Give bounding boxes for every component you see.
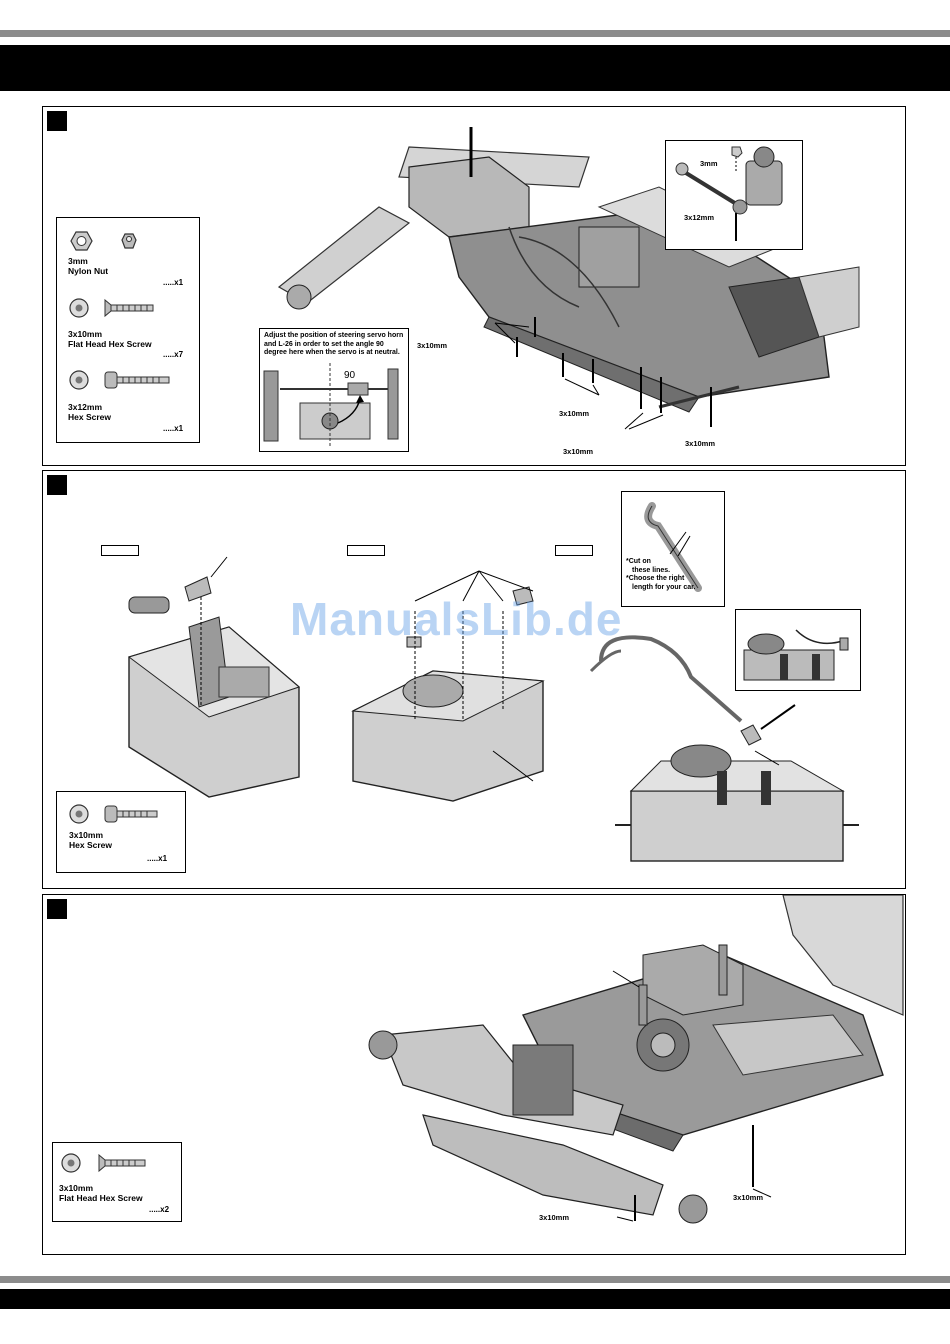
step-3-parts-box: 3x10mm Flat Head Hex Screw .....x2	[52, 1142, 182, 1222]
hex-screw-icon	[69, 370, 170, 390]
sub-step-label-b	[347, 545, 385, 556]
screw-callout-step3-a: 3x10mm	[733, 1193, 764, 1202]
tank-clip-inset	[735, 609, 861, 691]
part-qty-hex-screw: .....x1	[163, 424, 184, 433]
sub-step-label-c	[555, 545, 593, 556]
step-1-number-badge	[47, 111, 67, 131]
nylon-nut-icon	[70, 231, 137, 251]
cut-note: *Cut on these lines. *Choose the right l…	[626, 558, 696, 591]
step-3-number-badge	[47, 899, 67, 919]
step-1-chassis-drawing	[277, 127, 860, 430]
step-1-panel: 3mm Nylon Nut .....x1 3x10mm Flat Head H…	[42, 106, 906, 466]
part-qty-hex-screw-step2: .....x1	[147, 854, 168, 863]
bottom-gray-rule	[0, 1276, 950, 1283]
fuel-tank-drawing-b	[351, 570, 545, 802]
fuel-line-cut-inset: *Cut on these lines. *Choose the right l…	[621, 491, 725, 607]
screw-callout-3: 3x10mm	[563, 447, 594, 456]
part-qty-nylon-nut: .....x1	[163, 278, 184, 287]
step-1-parts-box: 3mm Nylon Nut .....x1 3x10mm Flat Head H…	[56, 217, 200, 443]
top-gray-rule	[0, 30, 950, 37]
servo-diagram	[263, 363, 399, 447]
fuel-tank-drawing-a	[127, 556, 300, 798]
steering-link-inset: 3mm 3x12mm	[665, 140, 803, 250]
servo-adjust-note: Adjust the position of steering servo ho…	[264, 332, 404, 356]
screw-callout-step3-b: 3x10mm	[539, 1213, 570, 1222]
screw-callout-1: 3x10mm	[417, 341, 448, 350]
part-label-nylon-nut: 3mm Nylon Nut	[68, 256, 109, 276]
step-3-panel: 3x10mm Flat Head Hex Screw .....x2 3x10	[42, 894, 906, 1255]
fuel-line-clip-drawing	[644, 502, 702, 592]
part-label-hex-screw-step2: 3x10mm Hex Screw	[69, 830, 112, 850]
part-label-flat-head-screw: 3x10mm Flat Head Hex Screw	[68, 329, 152, 349]
part-qty-flat-head-screw-step3: .....x2	[149, 1205, 170, 1214]
step-2-parts-box: 3x10mm Hex Screw .....x1	[56, 791, 186, 873]
step-2-panel: 3x10mm Hex Screw .....x1 *Cut on these l…	[42, 470, 906, 889]
steering-link-drawing	[675, 146, 783, 241]
screw-callout-2: 3x10mm	[559, 409, 590, 418]
header-bar	[0, 45, 950, 91]
tank-clip-drawing	[743, 629, 849, 681]
flat-head-screw-icon	[69, 298, 154, 318]
step-2-number-badge	[47, 475, 67, 495]
hex-screw-icon	[69, 804, 158, 824]
watermark: ManualsLib.de	[290, 593, 623, 645]
screw-callout-4: 3x10mm	[685, 439, 716, 448]
part-label-hex-screw: 3x12mm Hex Screw	[68, 402, 111, 422]
part-label-flat-head-screw-step3: 3x10mm Flat Head Hex Screw	[59, 1183, 143, 1203]
inset-nut-label: 3mm	[700, 159, 718, 168]
flat-head-screw-icon	[61, 1153, 146, 1173]
step-3-chassis-drawing	[368, 895, 904, 1224]
angle-label: 90	[344, 370, 356, 381]
sub-step-label-a	[101, 545, 139, 556]
fuel-tank-drawing-c	[589, 635, 859, 862]
inset-screw-label: 3x12mm	[684, 213, 715, 222]
part-qty-flat-head-screw: .....x7	[163, 350, 184, 359]
servo-adjust-inset: Adjust the position of steering servo ho…	[259, 328, 409, 452]
footer-bar	[0, 1289, 950, 1309]
